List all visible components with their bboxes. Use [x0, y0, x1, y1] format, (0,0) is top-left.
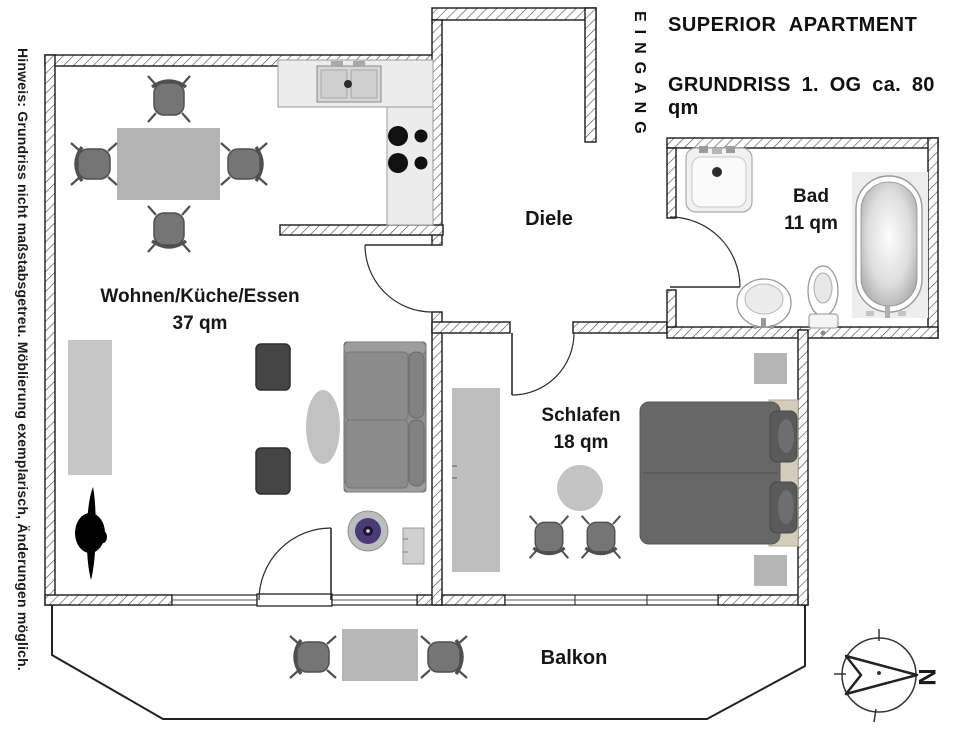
wall-outer-left	[44, 54, 56, 606]
wall-hall-top	[431, 7, 597, 21]
room-name: Schlafen	[541, 405, 621, 426]
balcony-chair-right	[419, 634, 469, 680]
wall-bedroom-right	[797, 329, 809, 606]
balcony-chair-left	[288, 634, 338, 680]
door-living-hall	[364, 244, 433, 313]
dining-table	[117, 128, 220, 200]
window-bedroom	[504, 594, 719, 606]
armchair	[255, 447, 291, 495]
wall-hall-bottom-right	[572, 321, 668, 334]
dining-chair-bottom	[146, 204, 192, 254]
burner	[388, 126, 408, 146]
walls	[44, 7, 939, 606]
burner	[388, 153, 408, 173]
disclaimer-note: Hinweis: Grundriss nicht maßstabsgetreu.…	[15, 48, 31, 671]
nightstand	[754, 353, 787, 384]
compass-needle	[844, 654, 919, 696]
plant	[75, 487, 107, 580]
room-name: Balkon	[540, 647, 608, 669]
wall-hall-right	[584, 7, 597, 143]
living-area	[68, 340, 427, 580]
room-label-bedroom: Schlafen 18 qm	[521, 402, 641, 456]
door-bedroom	[511, 332, 575, 396]
pillow	[769, 481, 798, 534]
wall-hall-bottom-left	[431, 321, 511, 334]
wardrobe	[452, 388, 500, 572]
bidet	[736, 278, 792, 329]
cooktop	[388, 126, 428, 173]
armchair	[255, 343, 291, 391]
room-label-bath: Bad 11 qm	[751, 183, 871, 237]
window-living-right	[331, 594, 418, 606]
room-label-balcony: Balkon	[514, 645, 634, 672]
windows	[171, 593, 719, 607]
bathroom	[685, 146, 928, 336]
room-area: 11 qm	[784, 213, 838, 234]
bedroom	[452, 353, 799, 586]
room-label-living: Wohnen/Küche/Essen 37 qm	[60, 283, 340, 337]
pillow	[769, 410, 798, 463]
wall-bath-left-upper	[666, 147, 677, 219]
compass-north-label: N	[913, 668, 940, 685]
compass-icon: N	[834, 629, 940, 723]
bedroom-chair	[528, 514, 570, 560]
wall-bedroom-bottom-right	[717, 594, 809, 606]
bath-sink	[685, 146, 753, 213]
toilet	[807, 265, 839, 336]
room-area: 18 qm	[553, 432, 609, 453]
bedroom-table	[557, 465, 603, 511]
dining-chair-right	[219, 141, 269, 187]
nightstand	[754, 555, 787, 586]
sofa	[343, 341, 427, 493]
room-name: Wohnen/Küche/Essen	[100, 286, 300, 307]
wall-living-bottom-left	[44, 594, 173, 606]
bathtub	[852, 172, 928, 318]
kitchen	[277, 59, 434, 226]
round-side-table	[347, 510, 389, 552]
balcony-outline	[51, 605, 806, 720]
wall-bedroom-bottom-left	[441, 594, 506, 606]
wall-living-bedroom-divider	[431, 329, 443, 606]
coffee-rug	[306, 390, 340, 464]
door-bath	[669, 216, 741, 288]
doors	[258, 216, 741, 601]
dining-chair-left	[69, 141, 119, 187]
room-name: Bad	[793, 186, 829, 207]
wall-bath-left-lower	[666, 289, 677, 328]
bedroom-chair	[580, 514, 622, 560]
sideboard	[68, 340, 112, 475]
balcony-furniture	[288, 629, 469, 681]
bed	[639, 399, 799, 547]
balcony-table	[342, 629, 418, 681]
door-balcony	[258, 527, 332, 601]
window-living-left	[171, 594, 258, 606]
entrance-label: EINGANG	[631, 11, 648, 142]
balcony-door-threshold	[256, 593, 333, 607]
room-label-hall: Diele	[525, 208, 573, 230]
burner	[414, 129, 428, 143]
burner	[414, 156, 428, 170]
kitchen-sink	[316, 61, 382, 103]
wall-bath-right	[927, 137, 939, 339]
tv-board	[402, 527, 425, 565]
dining-set	[69, 74, 269, 254]
page-title: SUPERIOR APARTMENT	[668, 14, 918, 36]
room-area: 37 qm	[172, 313, 228, 334]
page-subtitle: GRUNDRISS 1. OG ca. 80 qm	[668, 74, 935, 119]
wall-kitchen-bottom	[279, 224, 444, 236]
dining-chair-top	[146, 74, 192, 124]
